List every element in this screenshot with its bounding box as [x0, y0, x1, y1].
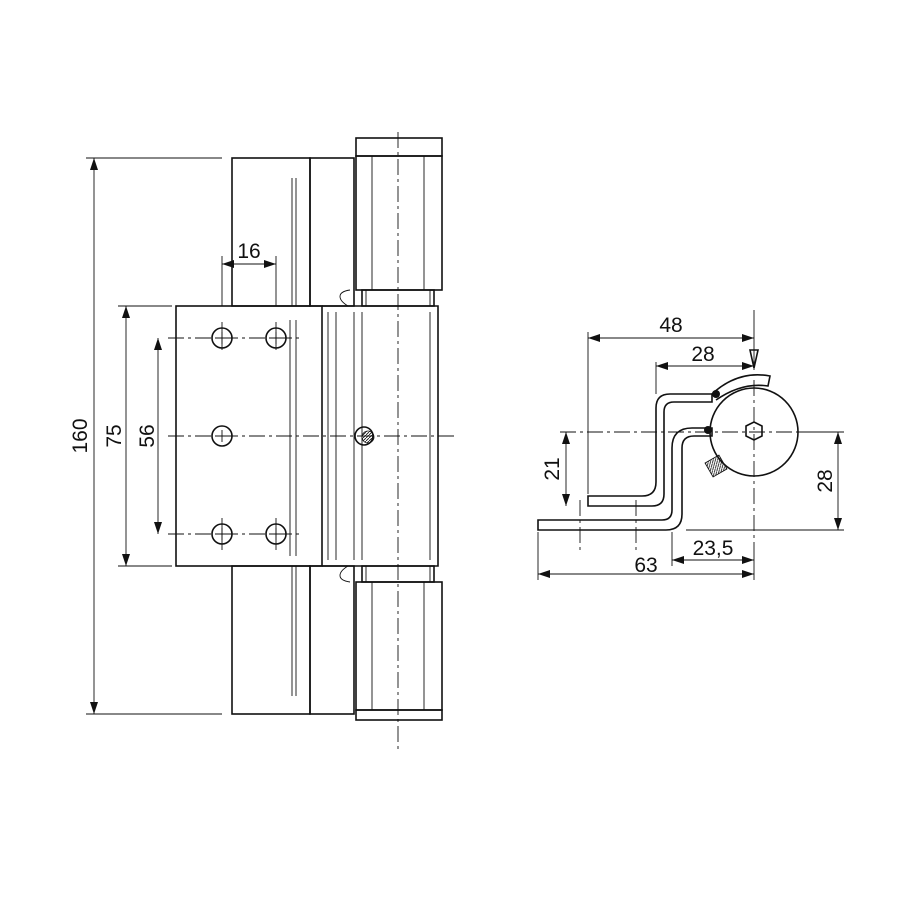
- dimension-label-height-side: 28: [814, 469, 837, 492]
- dimension-label-width-total: 63: [634, 554, 657, 577]
- lower-knuckle: [355, 565, 443, 721]
- dimension-width-total: 63: [537, 532, 755, 580]
- dimension-label-depth-pivot: 28: [691, 343, 714, 366]
- dimension-leaf-height: 75: [103, 305, 172, 567]
- dimension-label-depth-total: 48: [659, 314, 682, 337]
- door-leaf-profile: [587, 393, 713, 507]
- front-view: 160 75 56 16: [69, 132, 458, 752]
- pivot-marker-arrow: [749, 349, 759, 369]
- dimension-label-overall-height: 160: [69, 418, 92, 453]
- dimension-depth-total: 48: [587, 310, 759, 494]
- section-view: 48 28 21 28: [537, 310, 844, 580]
- dimension-hole-spacing-vertical: 56: [136, 338, 162, 534]
- upper-frame-leaf: [231, 157, 311, 307]
- dimension-label-hole-spacing-horizontal: 16: [237, 240, 260, 263]
- adjustment-screw-section: [704, 454, 728, 478]
- dimension-offset-vertical: 21: [541, 431, 572, 506]
- barrel-cap: [711, 374, 771, 401]
- lower-frame-leaf: [231, 565, 311, 715]
- dimension-hole-spacing-horizontal: 16: [221, 240, 277, 306]
- dimension-label-offset-vertical: 21: [541, 457, 564, 480]
- frame-leaf-profile: [537, 427, 713, 531]
- lower-frame-leaf-inner: [309, 565, 355, 715]
- dimension-label-width-offset: 23,5: [693, 537, 734, 560]
- upper-frame-leaf-inner: [309, 157, 355, 307]
- dimension-width-offset: 23,5: [671, 532, 754, 566]
- dimension-label-hole-spacing-vertical: 56: [136, 424, 159, 447]
- dimension-depth-pivot: 28: [655, 343, 754, 394]
- upper-knuckle: [355, 137, 443, 307]
- dimension-label-leaf-height: 75: [103, 424, 126, 447]
- dimension-height-side: 28: [686, 431, 844, 531]
- dimension-overall-height: 160: [69, 157, 222, 715]
